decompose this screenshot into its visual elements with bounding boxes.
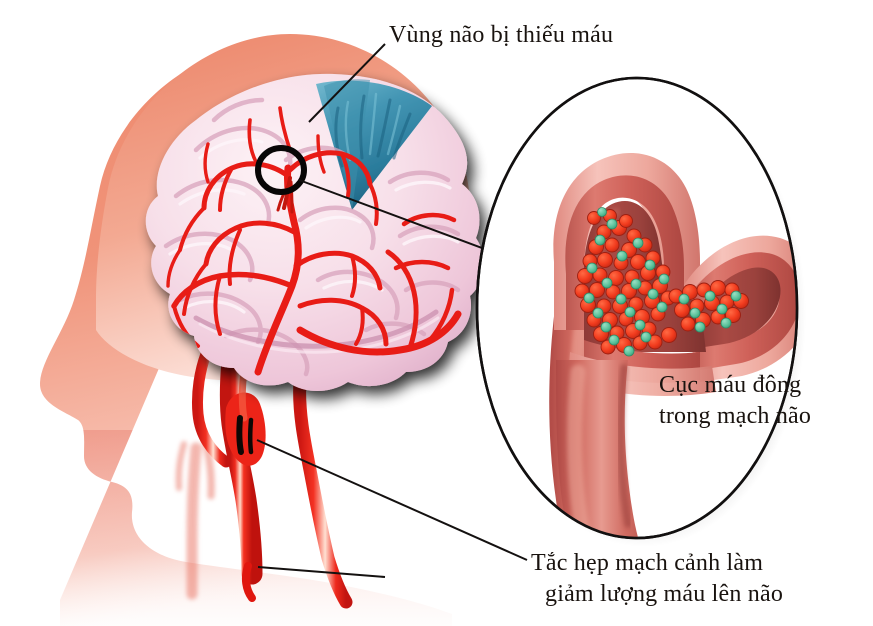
cerebral-arteries	[166, 106, 462, 376]
label-ischemic-area: Vùng não bị thiếu máu	[389, 22, 614, 48]
ischemic-territory-wedge	[316, 79, 432, 210]
label-stenosis-line2: giảm lượng máu lên não	[545, 580, 784, 607]
label-clot-line1: Cục máu đông	[659, 372, 802, 398]
label-clot: Cục máu đông trong mạch não	[659, 370, 811, 431]
magnified-vessel-inset	[475, 76, 806, 547]
label-clot-line2: trong mạch não	[659, 402, 812, 429]
red-blood-cell	[574, 209, 749, 355]
leader-line-stenosis-lower	[257, 566, 386, 578]
occluded-vessel-tuft	[276, 176, 294, 214]
label-stenosis-line1: Tắc hẹp mạch cảnh làm	[531, 550, 764, 576]
leader-line-stenosis-upper	[256, 439, 528, 561]
label-stenosis: Tắc hẹp mạch cảnh làm giảm lượng máu lên…	[531, 548, 783, 609]
blood-clot-mass	[574, 207, 749, 357]
carotid-stenosis-plaque	[236, 415, 254, 455]
brain-lateral-view	[145, 73, 484, 391]
occlusion-circle-marker	[255, 145, 307, 195]
platelet	[583, 207, 742, 357]
leader-line-ischemic	[308, 43, 386, 123]
